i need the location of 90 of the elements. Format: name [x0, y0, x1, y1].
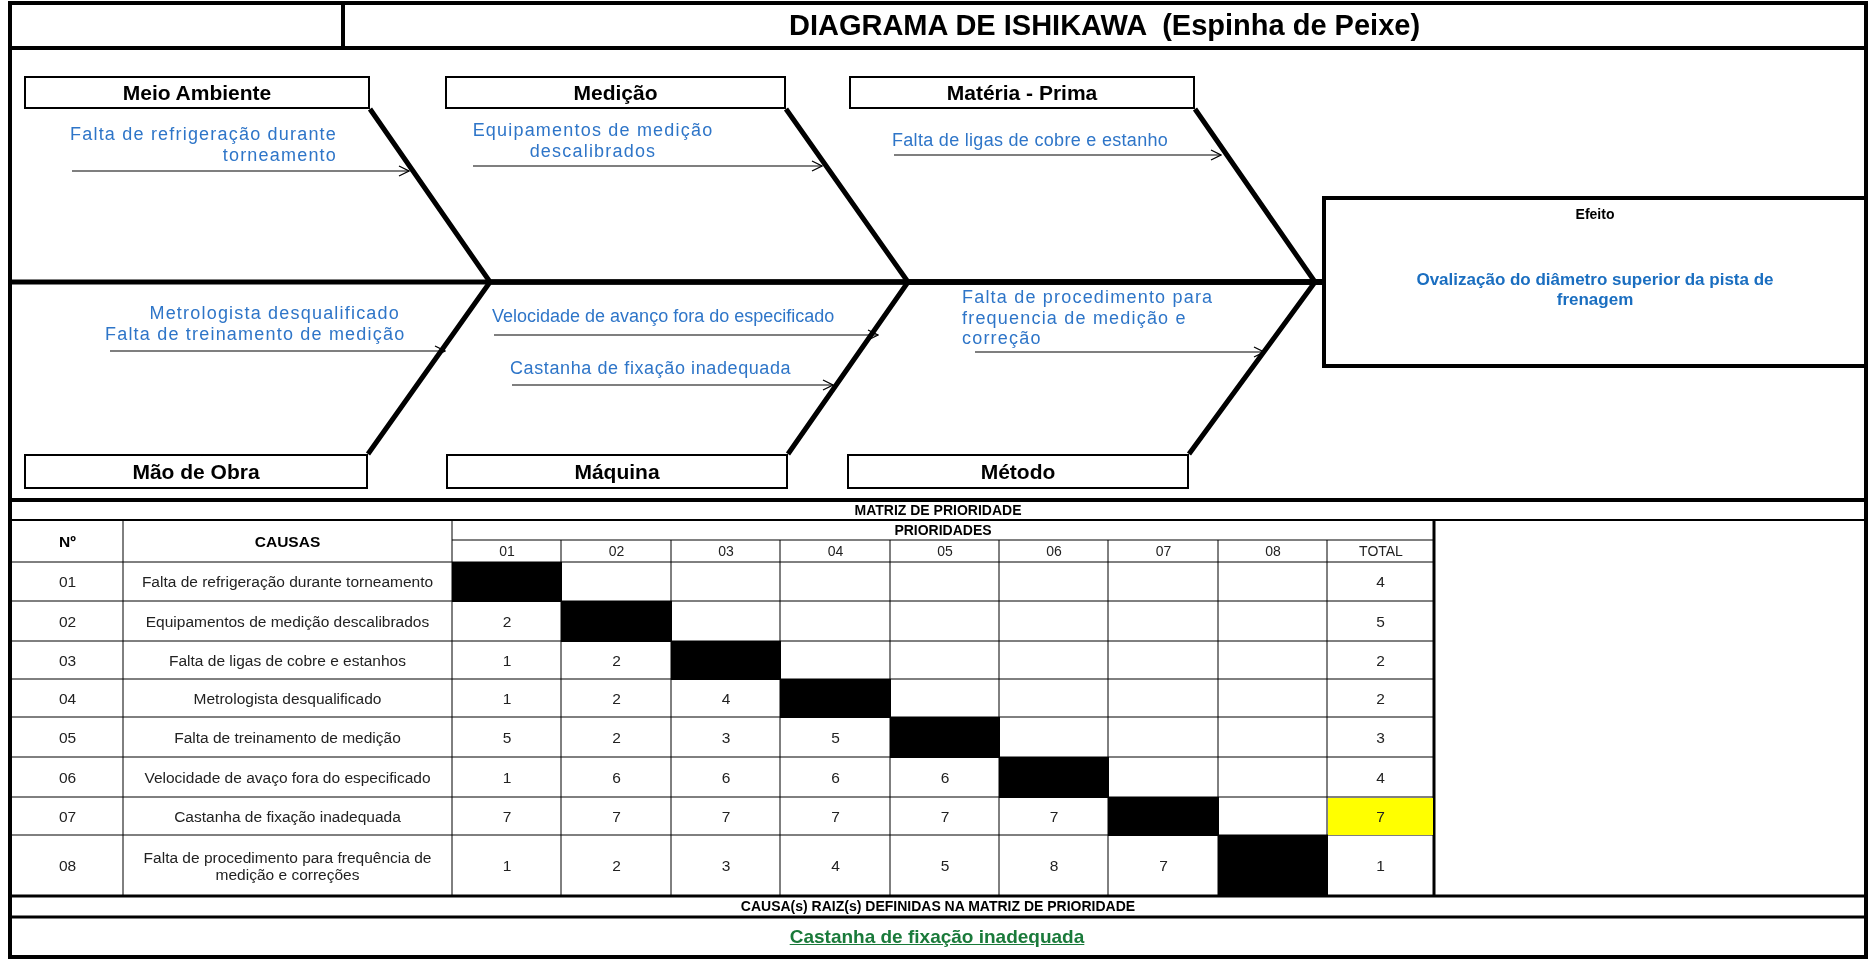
cause-text: Falta de refrigeração durante torneamento	[69, 124, 337, 166]
column-header: 02	[607, 541, 626, 561]
column-header: 04	[826, 541, 845, 561]
arrow	[893, 149, 1222, 161]
table-cell-text: 7	[830, 806, 841, 827]
table-cell-text: 3	[720, 856, 732, 877]
row-number: 01	[57, 572, 78, 593]
table-cell-text: 7	[501, 806, 513, 827]
section-heading: CAUSA(s) RAIZ(s) DEFINIDAS NA MATRIZ DE PRIORIDADE	[739, 897, 1137, 917]
table-cell-text: 4	[720, 688, 732, 709]
cause-text: Castanha de fixação inadequada	[510, 358, 793, 379]
cause-text: Velocidade de avanço fora do especificado	[492, 306, 836, 327]
table-cell-text: 5	[830, 727, 841, 748]
category-box: Máquina	[446, 454, 788, 489]
table-cell-text: 7	[720, 806, 732, 827]
effect-text: Ovalização do diâmetro superior da pista de frenagem	[1415, 270, 1775, 311]
row-number: 03	[57, 650, 78, 671]
effect-heading: Efeito	[1574, 206, 1616, 222]
total-cell-text: 5	[1375, 611, 1386, 632]
table-cell-text: 7	[1048, 806, 1060, 827]
root-cause-text: Castanha de fixação inadequada	[789, 926, 1085, 948]
total-cell-text: 1	[1375, 856, 1386, 877]
column-header: Nº	[58, 531, 77, 552]
table-cell-text: 3	[720, 727, 732, 748]
table-cell-text: 6	[720, 767, 732, 788]
row-number: 04	[57, 688, 78, 709]
table-title: MATRIZ DE PRIORIDADE	[853, 501, 1023, 520]
arrow	[71, 165, 410, 177]
cause-cell-text: Falta de ligas de cobre e estanhos	[168, 650, 407, 671]
column-header: 01	[498, 541, 516, 561]
cause-cell-text: Equipamentos de medição descalibrados	[144, 611, 431, 632]
table-cell-text: 7	[939, 806, 951, 827]
table-cell-text: 2	[611, 650, 622, 671]
arrow	[109, 345, 446, 357]
table-cell-text: 2	[501, 611, 513, 632]
table-cell-text: 6	[830, 767, 841, 788]
category-box: Matéria - Prima	[849, 76, 1195, 109]
cause-cell-text: Metrologista desqualificado	[192, 688, 383, 709]
table-cell-text: 1	[501, 856, 513, 877]
cause-cell-text: Falta de refrigeração durante torneamento	[140, 572, 435, 593]
cause-text: Metrologista desqualificado	[148, 303, 400, 324]
table-cell-text: 1	[501, 767, 513, 788]
column-header: 08	[1264, 541, 1282, 561]
total-cell-text: 3	[1375, 727, 1386, 748]
table-cell-text: 6	[611, 767, 622, 788]
arrow	[974, 346, 1265, 358]
column-header: CAUSAS	[253, 531, 322, 552]
column-header: 03	[717, 541, 735, 561]
total-cell-text: 2	[1375, 650, 1386, 671]
column-header: TOTAL	[1358, 541, 1404, 561]
total-cell-text: 4	[1375, 767, 1386, 788]
column-header: PRIORIDADES	[893, 521, 993, 540]
row-number: 07	[57, 806, 78, 827]
table-cell-text: 8	[1048, 856, 1060, 877]
table-cell-text: 2	[611, 688, 622, 709]
table-cell-text: 1	[501, 688, 513, 709]
total-cell-text: 2	[1375, 688, 1386, 709]
highlighted-total-cell: 7	[1328, 798, 1433, 835]
arrow	[511, 379, 834, 391]
diagram-title: DIAGRAMA DE ISHIKAWA (Espinha de Peixe)	[787, 8, 1422, 43]
table-cell-text: 2	[611, 856, 622, 877]
table-cell-text: 1	[501, 650, 513, 671]
table-cell-text: 7	[611, 806, 622, 827]
table-cell-text: 6	[939, 767, 951, 788]
category-box: Medição	[445, 76, 786, 109]
cause-cell-text: Falta de treinamento de medição	[173, 727, 402, 748]
category-box: Método	[847, 454, 1189, 489]
cause-cell-text: Castanha de fixação inadequada	[173, 806, 402, 827]
category-box: Meio Ambiente	[24, 76, 370, 109]
cause-cell-text: Velocidade de avaço fora do especificado	[143, 767, 432, 788]
arrow	[493, 329, 879, 341]
row-number: 06	[57, 767, 78, 788]
table-cell-text: 2	[611, 727, 622, 748]
cause-text: Falta de procedimento para frequencia de medição e correção	[962, 287, 1215, 350]
cause-text: Equipamentos de medição descalibrados	[471, 120, 715, 162]
cause-text: Falta de ligas de cobre e estanho	[892, 130, 1170, 151]
table-cell-text: 5	[939, 856, 951, 877]
row-number: 08	[57, 856, 78, 877]
row-number: 02	[57, 611, 78, 632]
table-cell-text: 7	[1158, 856, 1169, 877]
column-header: 05	[936, 541, 954, 561]
table-cell-text: 4	[830, 856, 841, 877]
category-box: Mão de Obra	[24, 454, 368, 489]
table-cell-text: 5	[501, 727, 513, 748]
total-cell-text: 4	[1375, 572, 1386, 593]
row-number: 05	[57, 727, 78, 748]
arrow	[472, 160, 823, 172]
column-header: 07	[1154, 541, 1173, 561]
column-header: 06	[1045, 541, 1063, 561]
cause-cell-text: Falta de procedimento para frequência de medição e correções	[142, 847, 433, 885]
